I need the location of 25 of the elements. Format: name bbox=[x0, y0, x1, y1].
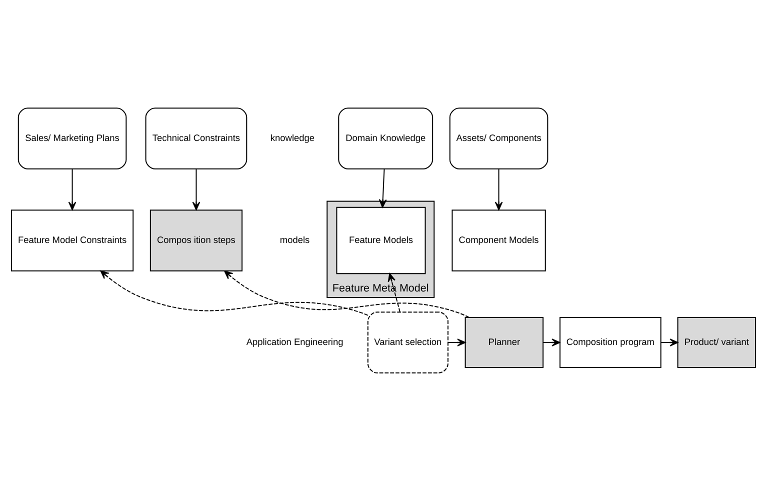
arrow bbox=[224, 270, 470, 318]
node-box: Composition program bbox=[560, 317, 662, 368]
node-box: Component Models bbox=[452, 210, 546, 272]
arrow bbox=[68, 168, 76, 210]
arrow bbox=[494, 168, 503, 210]
arrow bbox=[192, 168, 200, 210]
node-box: Feature Models bbox=[336, 206, 426, 274]
node-box: Sales/ Marketing Plans bbox=[18, 108, 127, 170]
label: models bbox=[280, 234, 310, 245]
node-box: Technical Constraints bbox=[145, 108, 248, 170]
arrow bbox=[388, 273, 400, 312]
arrow bbox=[448, 338, 466, 346]
node-box: Assets/ Components bbox=[449, 108, 548, 170]
node-box: Feature Model Constraints bbox=[10, 210, 134, 272]
arrow bbox=[542, 338, 560, 346]
label: knowledge bbox=[270, 132, 314, 143]
arrow bbox=[378, 168, 387, 208]
node-box: Domain Knowledge bbox=[338, 108, 434, 170]
arrow bbox=[100, 270, 368, 316]
node-box: Variant selection bbox=[367, 312, 448, 374]
arrow bbox=[660, 338, 678, 346]
node-box: Product/ variant bbox=[677, 317, 756, 368]
node-box: Compos ition steps bbox=[150, 210, 243, 272]
label: Application Engineering bbox=[246, 336, 344, 347]
node-box: Planner bbox=[464, 317, 544, 368]
